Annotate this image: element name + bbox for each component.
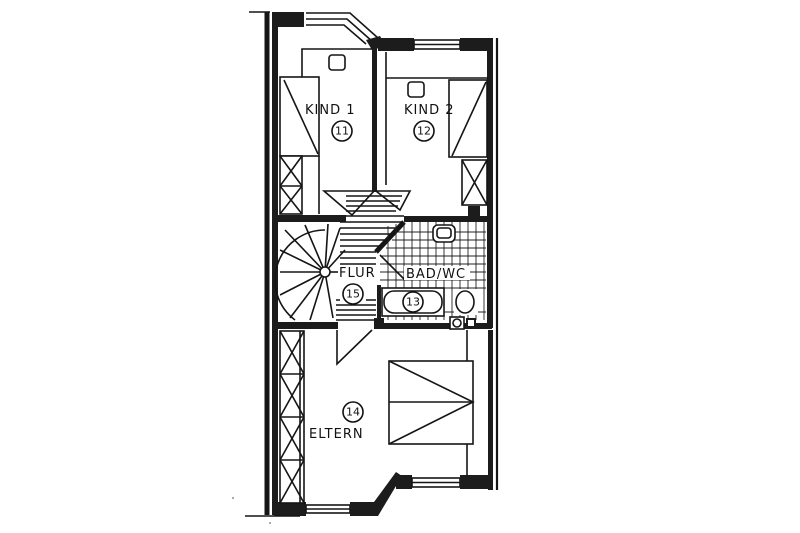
room-label-kind-2: KIND 2 xyxy=(404,103,455,118)
interior-walls xyxy=(274,44,492,329)
room-flur: FLUR 15 xyxy=(274,190,412,321)
room-number-kind-1: 11 xyxy=(335,125,349,138)
scan-specks xyxy=(232,497,271,524)
room-number-bad-wc: 13 xyxy=(406,296,420,309)
room-kind-2: KIND 2 12 xyxy=(386,77,488,216)
room-label-kind-1: KIND 1 xyxy=(305,103,356,118)
room-number-kind-2: 12 xyxy=(417,125,431,138)
room-eltern: 14 ELTERN xyxy=(279,329,475,504)
room-label-eltern: ELTERN xyxy=(309,427,364,442)
room-bad-wc: BAD/WC 13 xyxy=(379,222,486,330)
room-number-eltern: 14 xyxy=(346,406,360,419)
outer-walls xyxy=(245,11,499,517)
room-label-bad-wc: BAD/WC xyxy=(406,267,466,282)
room-number-flur: 15 xyxy=(346,288,360,301)
room-kind-1: KIND 1 11 xyxy=(279,48,372,215)
room-label-flur: FLUR xyxy=(339,266,376,281)
